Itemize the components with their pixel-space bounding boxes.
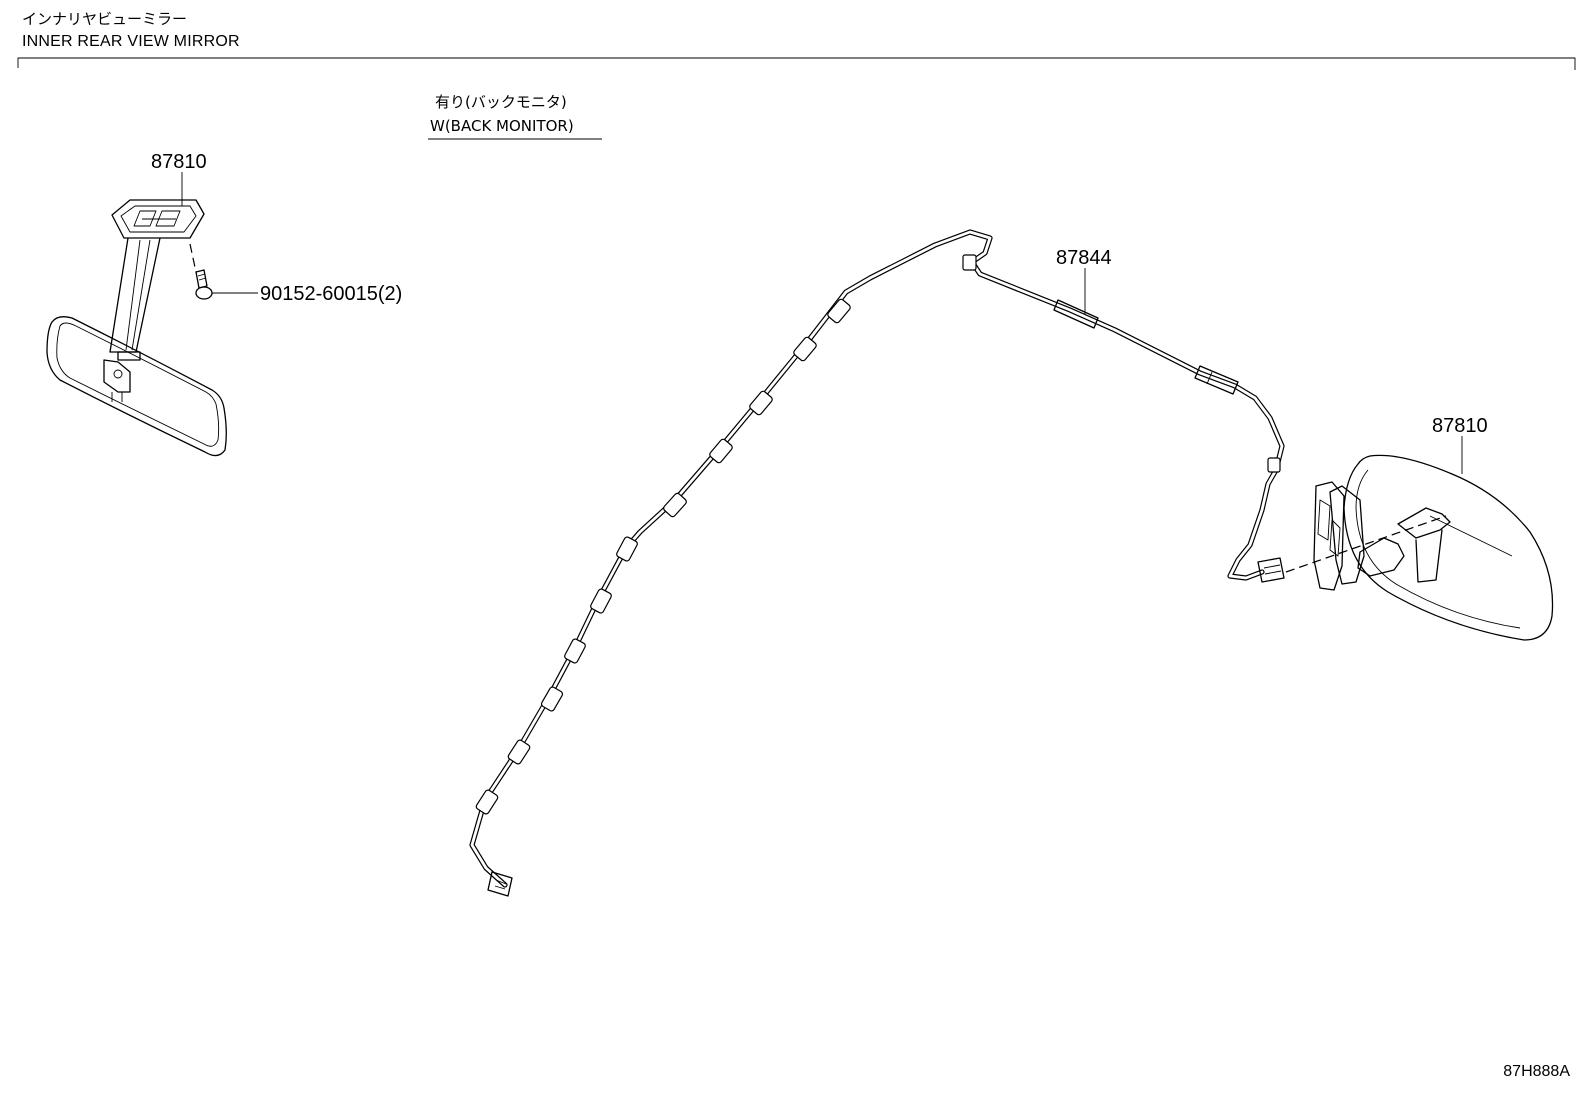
part-number-mirror-right: 87810 — [1432, 415, 1488, 437]
part-number-mirror-left: 87810 — [151, 151, 207, 173]
screw-drawing — [189, 243, 213, 300]
harness-drawing — [469, 229, 1285, 897]
group-bracket — [17, 57, 1576, 70]
condition-en: W(BACK MONITOR) — [430, 117, 574, 135]
condition-jp: 有り(バックモニタ) — [435, 93, 567, 111]
connector-dashed-guide — [1285, 515, 1447, 573]
part-number-harness: 87844 — [1056, 247, 1112, 269]
left-mirror-drawing — [46, 199, 227, 457]
title-jp: インナリヤビューミラー — [22, 10, 187, 28]
right-mirror-drawing — [1313, 454, 1554, 641]
diagram-code: 87H888A — [1503, 1063, 1570, 1080]
title-en: INNER REAR VIEW MIRROR — [22, 33, 240, 50]
part-number-screw: 90152-60015(2) — [260, 283, 402, 305]
